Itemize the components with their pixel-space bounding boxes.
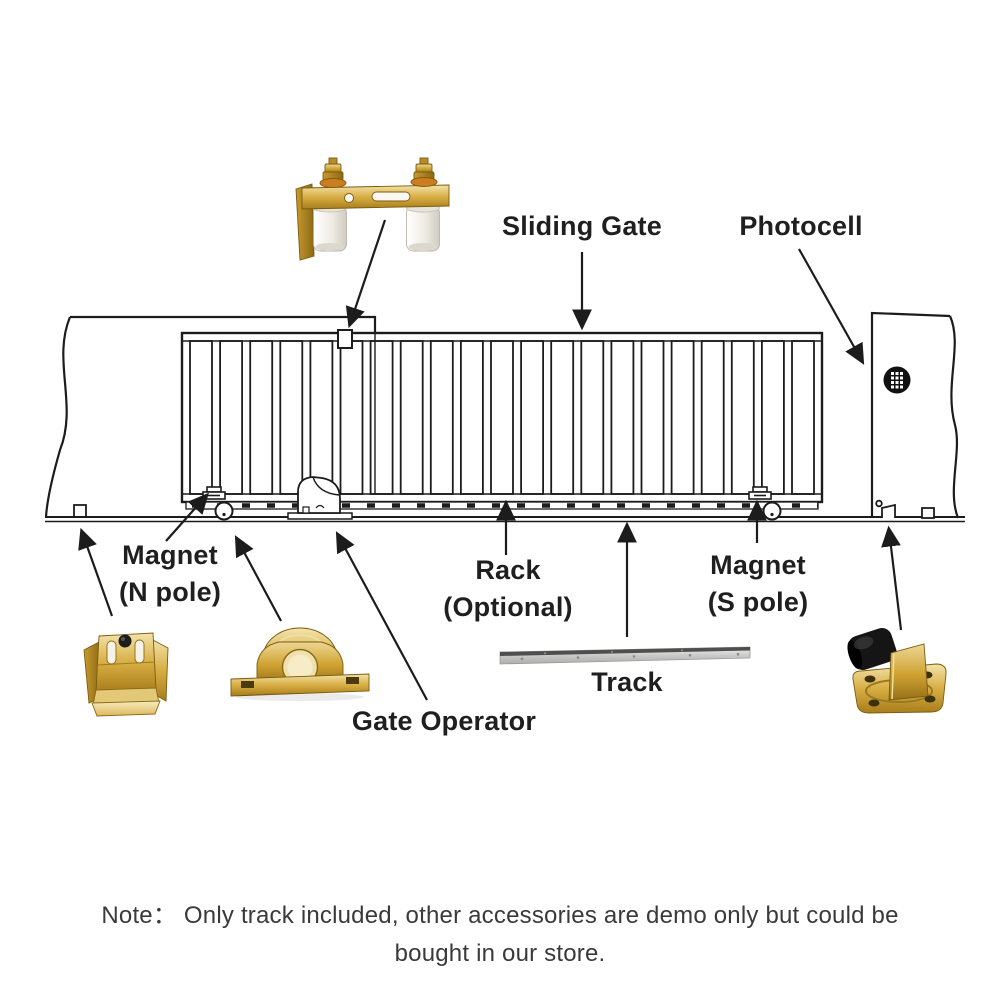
photocell-drawing	[883, 366, 911, 394]
label-rack-line2: (Optional)	[443, 592, 573, 622]
gate-wheel-right-drawing	[762, 501, 782, 521]
gate-pickets	[189, 340, 815, 495]
arrow-gate-operator	[335, 531, 428, 701]
arrow-wall-stop	[78, 527, 114, 617]
gate-stop-bracket-drawing	[875, 499, 896, 518]
label-sliding-gate-text: Sliding Gate	[502, 211, 662, 241]
label-rack-line1: Rack	[475, 555, 541, 585]
guide-bracket-mount-drawing	[337, 329, 353, 349]
label-magnet-s-pole: Magnet (S pole)	[708, 547, 809, 621]
label-photocell: Photocell	[739, 210, 862, 243]
guide-roller-bracket-photo	[295, 157, 450, 261]
arrow-magnet-n	[165, 492, 209, 542]
photocell-post-drawing	[870, 311, 960, 519]
note-line2: bought in our store.	[394, 940, 606, 967]
track-photo	[499, 646, 751, 665]
gate-wheel-photo	[230, 627, 370, 701]
label-magnet-n-line1: Magnet	[122, 540, 218, 570]
post-stop-square-drawing	[921, 507, 935, 519]
sliding-gate-drawing	[180, 329, 824, 504]
nylon-rollers	[313, 203, 440, 252]
gate-stopper-photo	[847, 627, 947, 714]
arrow-gate-wheel	[234, 535, 282, 622]
label-track: Track	[591, 666, 663, 699]
arrow-guide-roller	[345, 219, 387, 329]
magnet-photo	[83, 632, 169, 717]
note-line1: Note： Only track included, other accesso…	[101, 902, 899, 929]
label-magnet-n-pole: Magnet (N pole)	[119, 537, 221, 611]
magnet-n-drawing	[202, 486, 226, 500]
label-track-text: Track	[591, 667, 663, 697]
note-text: Note： Only track included, other accesso…	[60, 897, 940, 973]
annotation-arrows	[78, 219, 903, 701]
label-magnet-n-line2: (N pole)	[118, 577, 222, 607]
rack-drawing	[185, 501, 819, 510]
gate-wheel-left-drawing	[214, 501, 234, 521]
label-sliding-gate: Sliding Gate	[502, 210, 662, 243]
label-rack-optional: Rack (Optional)	[443, 552, 572, 626]
label-photocell-text: Photocell	[739, 211, 863, 241]
wall-stop-square-drawing	[73, 504, 87, 518]
gate-operator-drawing	[287, 476, 353, 520]
left-wall-drawing	[44, 315, 377, 518]
label-magnet-s-line2: (S pole)	[707, 587, 809, 617]
rubber-cap	[847, 627, 897, 670]
arrow-gate-stopper	[881, 525, 903, 631]
label-gate-operator-text: Gate Operator	[351, 706, 537, 736]
label-magnet-s-line1: Magnet	[710, 550, 806, 580]
bracket-bolts	[319, 157, 438, 188]
label-gate-operator: Gate Operator	[352, 705, 536, 738]
magnet-s-drawing	[748, 486, 772, 500]
arrow-photocell	[798, 248, 865, 365]
